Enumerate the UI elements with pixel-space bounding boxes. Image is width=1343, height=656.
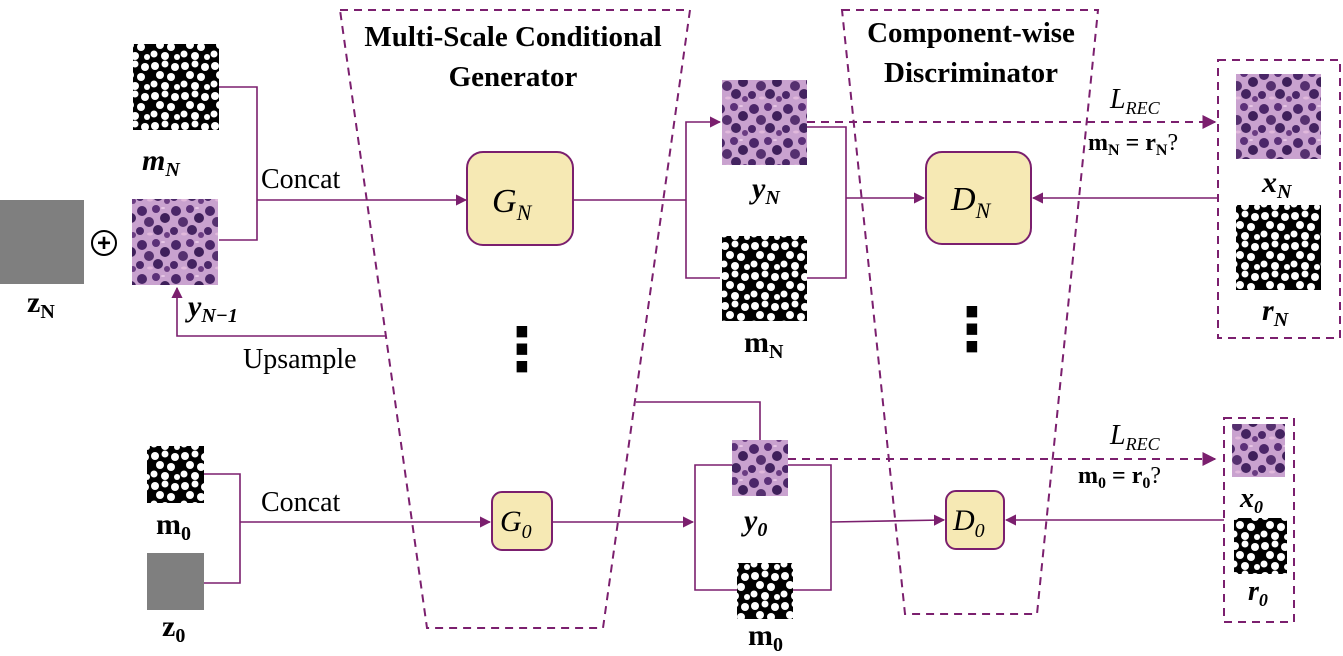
discriminator-region	[840, 9, 1100, 615]
label-yN-1: yN−1	[185, 290, 238, 327]
wire-to-mN-out	[685, 200, 720, 279]
concat-bracket-bottom	[204, 473, 241, 584]
check-m0-r0: m0 = r0?	[1078, 463, 1161, 492]
mask-image-r0	[1234, 518, 1287, 574]
label-x0: x0	[1239, 483, 1263, 517]
label-r0: r0	[1248, 576, 1268, 610]
concat-label-top: Concat	[261, 164, 341, 195]
label-DN: DN	[950, 181, 992, 223]
label-zN: zN	[27, 286, 55, 323]
check-mN-rN: mN = rN?	[1088, 130, 1178, 159]
svg-text:+: +	[97, 230, 111, 257]
discriminator-block-DN	[925, 151, 1032, 245]
bracket-to-D0	[788, 464, 832, 591]
label-GN: GN	[492, 183, 533, 225]
mask-image-mN-output	[722, 236, 807, 321]
label-y0-output: y0	[741, 504, 767, 541]
label-z0: z0	[162, 610, 185, 647]
bracket-to-DN	[807, 126, 847, 279]
plus-circle-icon: +	[91, 230, 117, 257]
concat-bracket-top	[219, 86, 258, 241]
tissue-image-xN	[1236, 74, 1321, 159]
discriminator-block-D0	[945, 490, 1005, 550]
wire-to-y0	[694, 464, 733, 522]
ellipsis-generator: ⋮	[492, 315, 552, 385]
label-G0: G0	[500, 505, 532, 543]
label-mN: mN	[142, 144, 181, 181]
generator-title-line1: Multi-Scale Conditional	[364, 21, 661, 53]
real-samples-box-bottom	[1223, 417, 1295, 623]
tissue-image-y0	[732, 440, 788, 496]
mask-image-m0	[147, 446, 204, 503]
arrow-upsample	[171, 286, 385, 337]
noise-patch-zN	[0, 200, 84, 284]
mask-image-mN	[133, 44, 219, 130]
mask-image-rN	[1236, 205, 1321, 290]
noise-patch-z0	[147, 553, 204, 610]
generator-title-line2: Generator	[449, 61, 578, 93]
label-m0-output: m0	[748, 619, 783, 656]
generator-block-G0	[491, 491, 553, 551]
label-D0: D0	[952, 504, 985, 542]
tissue-image-x0	[1232, 424, 1285, 477]
label-mN-output: mN	[744, 326, 784, 363]
discriminator-title-line2: Discriminator	[884, 57, 1058, 89]
label-rN: rN	[1262, 294, 1290, 331]
mask-image-m0-output	[737, 563, 793, 619]
arrow-to-D0	[830, 514, 946, 526]
arrow-to-yN	[685, 116, 722, 200]
ellipsis-discriminator: ⋮	[942, 295, 1002, 365]
wire-to-m0-out	[694, 522, 737, 591]
tissue-image-yN	[722, 80, 807, 165]
label-yN-output: yN	[749, 172, 781, 209]
label-m0: m0	[156, 508, 191, 545]
discriminator-title-line1: Component-wise	[867, 17, 1075, 49]
real-samples-box-top	[1217, 59, 1341, 339]
wire-y0-upsample	[636, 401, 761, 440]
tissue-image-yN-1	[132, 199, 218, 285]
generator-region	[338, 9, 692, 629]
upsample-label: Upsample	[243, 344, 357, 375]
label-lrec-bottom: LREC	[1109, 420, 1161, 454]
generator-block-GN	[466, 151, 574, 246]
label-lrec-top: LREC	[1109, 84, 1161, 118]
label-xN: xN	[1261, 166, 1293, 203]
concat-label-bottom: Concat	[261, 487, 341, 518]
